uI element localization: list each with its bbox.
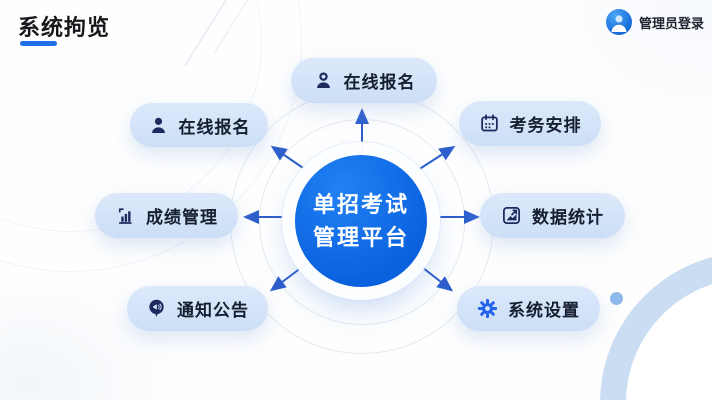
node-data-statistics[interactable]: 数据统计 — [480, 193, 625, 238]
decor-bottom-right-ring — [600, 252, 712, 400]
node-online-registration-left[interactable]: 在线报名 — [130, 103, 268, 147]
announcement-icon — [146, 298, 167, 319]
node-label: 在线报名 — [343, 73, 416, 92]
central-hub: 单招考试 管理平台 — [295, 155, 427, 287]
user-icon — [313, 70, 334, 91]
calendar-icon — [479, 113, 500, 134]
hub-title-line2: 管理平台 — [312, 225, 409, 250]
node-label: 系统设置 — [508, 301, 580, 320]
trend-chart-icon — [501, 205, 522, 226]
admin-login-button[interactable]: 管理员登录 — [605, 9, 704, 35]
node-online-registration-top[interactable]: 在线报名 — [291, 58, 437, 103]
node-exam-arrangement[interactable]: 考务安排 — [459, 101, 601, 146]
decor-ring-dot — [610, 292, 623, 305]
node-notice-announcement[interactable]: 通知公告 — [127, 286, 268, 331]
page-title: 系统拘览 — [18, 15, 111, 40]
node-label: 考务安排 — [509, 116, 582, 135]
hub-title-line1: 单招考试 — [312, 192, 409, 217]
node-score-management[interactable]: 成绩管理 — [95, 193, 238, 238]
title-underline — [20, 41, 57, 46]
node-label: 数据统计 — [532, 208, 604, 227]
node-label: 成绩管理 — [146, 208, 218, 227]
gear-icon — [477, 298, 498, 319]
admin-avatar-icon — [605, 9, 632, 35]
bar-chart-icon — [115, 205, 136, 226]
node-label: 在线报名 — [178, 117, 251, 137]
admin-login-label: 管理员登录 — [638, 15, 704, 31]
user-icon — [148, 115, 169, 136]
node-system-settings[interactable]: 系统设置 — [457, 286, 600, 331]
node-label: 通知公告 — [177, 301, 249, 320]
